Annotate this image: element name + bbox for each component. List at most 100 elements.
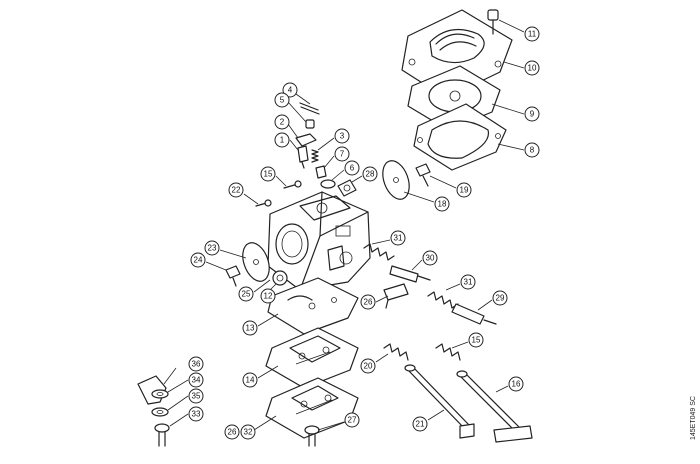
part-washer-35 (151, 407, 169, 417)
part-disc-18 (382, 160, 410, 200)
callout-22: 22 (228, 182, 244, 198)
callout-8: 8 (524, 142, 540, 158)
svg-text:34: 34 (192, 376, 201, 385)
part-gasket-13 (267, 277, 359, 335)
svg-text:6: 6 (350, 164, 355, 173)
svg-text:14: 14 (246, 376, 255, 385)
callout-29: 29 (492, 290, 508, 306)
part-screw-24 (225, 265, 241, 287)
part-lever-2 (295, 133, 317, 147)
part-shaft-16 (456, 370, 533, 443)
part-fitting-28 (337, 179, 357, 197)
callout-20: 20 (360, 358, 376, 374)
callout-18: 18 (434, 196, 450, 212)
callout-7: 7 (334, 146, 350, 162)
part-screw-22 (255, 199, 272, 207)
svg-text:35: 35 (192, 392, 201, 401)
part-spring-15 (435, 343, 461, 361)
svg-text:27: 27 (348, 416, 357, 425)
reference-code-label: 145ET049 SC (690, 396, 697, 440)
callout-3: 3 (334, 128, 350, 144)
part-spring-3 (311, 149, 319, 163)
callout-26-right: 26 (360, 294, 376, 310)
callout-9: 9 (524, 106, 540, 122)
part-plug-12 (272, 270, 288, 286)
callout-28: 28 (362, 166, 378, 182)
svg-text:21: 21 (416, 420, 425, 429)
part-needle-1 (297, 145, 309, 169)
part-washer-34 (151, 389, 169, 399)
callout-32: 32 (240, 424, 256, 440)
svg-text:22: 22 (232, 186, 241, 195)
callout-15: 15 (468, 332, 484, 348)
part-screw-5 (305, 119, 315, 129)
callout-31-upper: 31 (390, 230, 406, 246)
svg-text:33: 33 (192, 410, 201, 419)
part-cap-6 (320, 179, 336, 189)
svg-text:1: 1 (280, 136, 285, 145)
svg-text:19: 19 (460, 186, 469, 195)
part-needle-29 (451, 303, 497, 325)
part-cover-23 (242, 242, 270, 282)
callout-6: 6 (344, 160, 360, 176)
svg-text:4: 4 (288, 86, 293, 95)
part-needle-30 (389, 265, 431, 283)
svg-text:7: 7 (340, 150, 345, 159)
part-screw-19 (415, 163, 431, 187)
callout-10: 10 (524, 60, 540, 76)
callout-25: 25 (238, 286, 254, 302)
callouts: 11 10 9 8 19 18 4 5 2 1 3 7 6 28 15 22 2 (163, 19, 540, 440)
part-carburetor-body (267, 191, 371, 291)
callout-31-lower: 31 (460, 274, 476, 290)
svg-text:36: 36 (192, 360, 201, 369)
part-plug-7 (315, 165, 327, 179)
callout-19: 19 (456, 182, 472, 198)
callout-4: 4 (282, 82, 298, 98)
part-screw-11 (487, 9, 499, 35)
svg-text:32: 32 (244, 428, 253, 437)
callout-1: 1 (274, 132, 290, 148)
svg-text:8: 8 (530, 146, 535, 155)
part-plate-14 (265, 327, 359, 389)
svg-text:10: 10 (528, 64, 537, 73)
callout-30: 30 (422, 250, 438, 266)
callout-36: 36 (188, 356, 204, 372)
svg-text:13: 13 (246, 324, 255, 333)
callout-33: 33 (188, 406, 204, 422)
part-cover-10 (401, 9, 513, 99)
part-screw-33 (154, 423, 170, 447)
svg-text:12: 12 (264, 292, 273, 301)
callout-27: 27 (344, 412, 360, 428)
svg-text:15: 15 (264, 170, 273, 179)
svg-text:25: 25 (242, 290, 251, 299)
callout-14: 14 (242, 372, 258, 388)
callout-34: 34 (188, 372, 204, 388)
callout-5: 5 (274, 92, 290, 108)
svg-text:31: 31 (394, 234, 403, 243)
callout-13: 13 (242, 320, 258, 336)
callout-24: 24 (190, 252, 206, 268)
callout-21: 21 (412, 416, 428, 432)
svg-text:9: 9 (530, 110, 535, 119)
callout-12: 12 (260, 288, 276, 304)
callout-2: 2 (274, 114, 290, 130)
callout-11: 11 (524, 26, 540, 42)
part-spring-20 (383, 343, 409, 361)
svg-text:24: 24 (194, 256, 203, 265)
callout-23: 23 (204, 240, 220, 256)
callout-26-left: 26 (224, 424, 240, 440)
part-shaft-21 (404, 364, 475, 439)
svg-text:26: 26 (228, 428, 237, 437)
svg-text:11: 11 (528, 30, 537, 39)
svg-text:3: 3 (340, 132, 345, 141)
part-pin-4 (299, 102, 320, 115)
part-spring-31-upper (363, 243, 395, 261)
svg-text:20: 20 (364, 362, 373, 371)
svg-text:2: 2 (280, 118, 285, 127)
svg-text:16: 16 (512, 380, 521, 389)
callout-17: 15 (260, 166, 276, 182)
part-screw-17 (283, 180, 302, 189)
svg-text:18: 18 (438, 200, 447, 209)
